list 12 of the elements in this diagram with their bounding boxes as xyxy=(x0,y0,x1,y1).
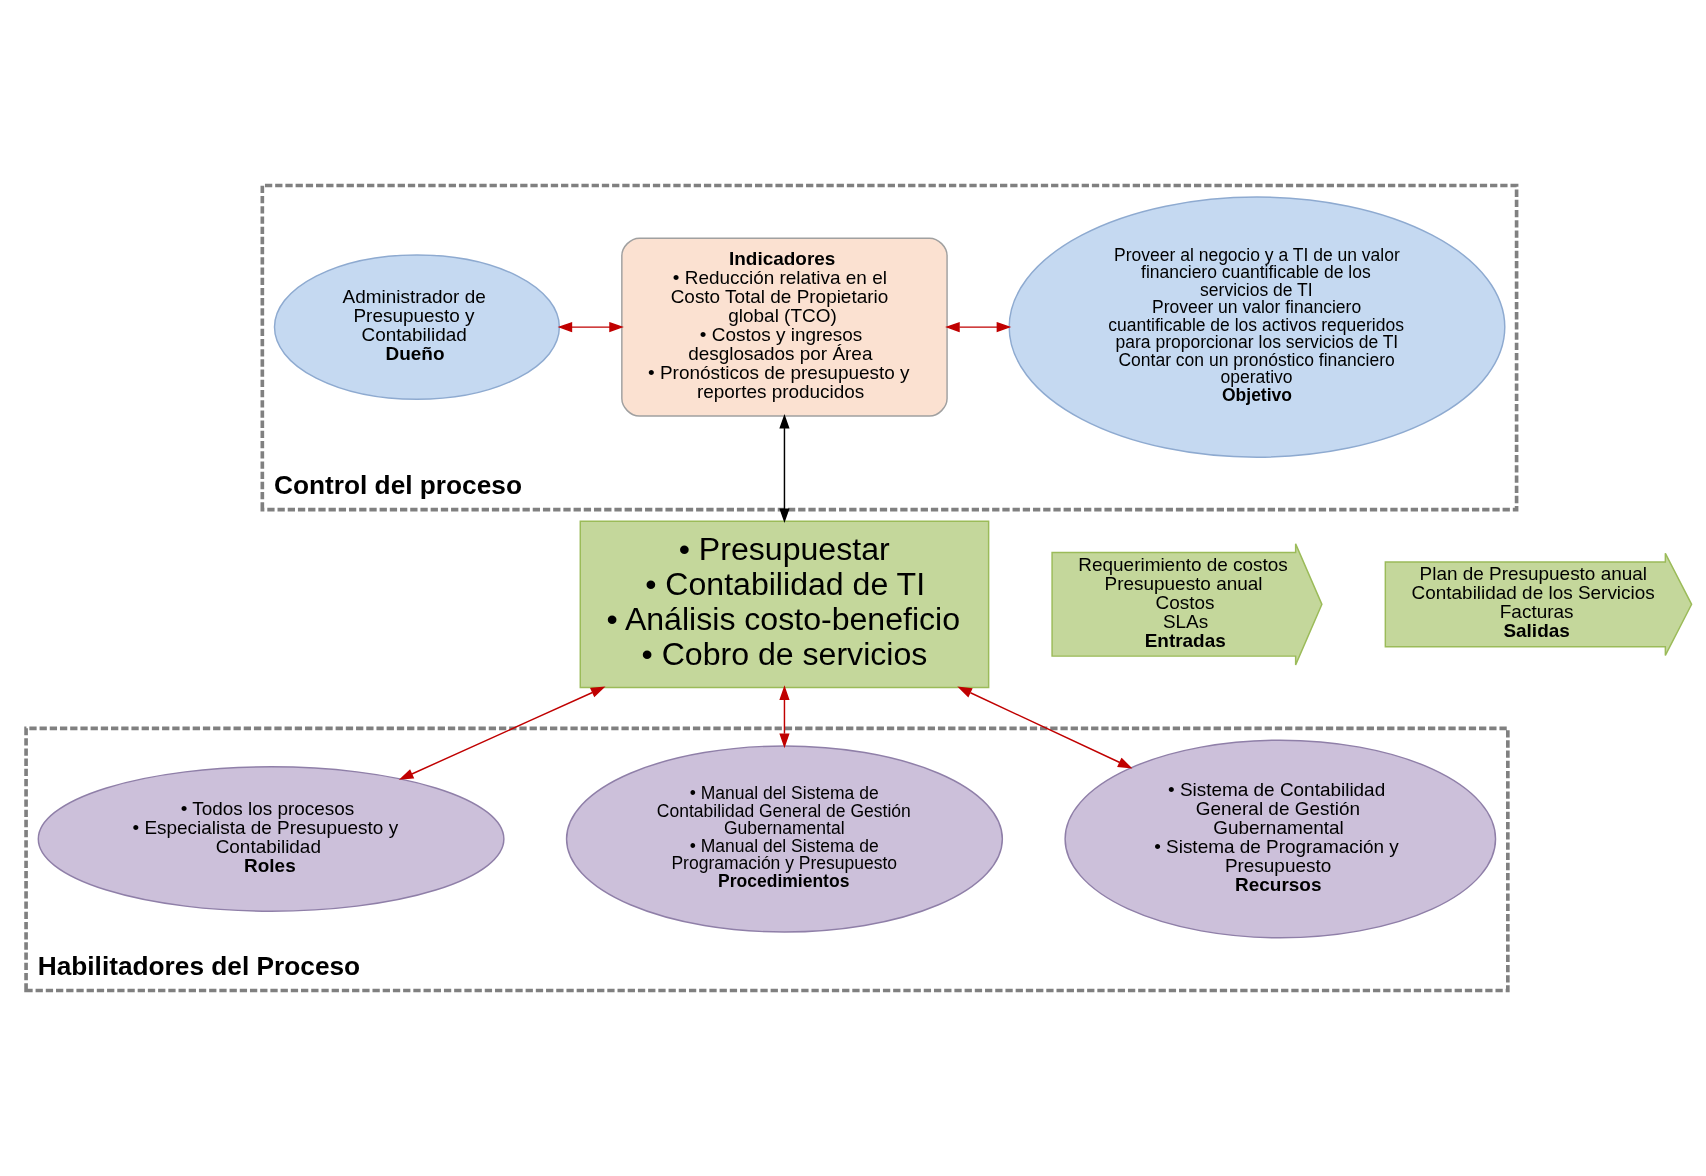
node-ellipse: • Sistema de Contabilidad General de Gestión Gubernamental • Sistema de Programación y Presupuesto Recursos xyxy=(1064,739,1497,939)
node-ellipse: Proveer al negocio y a TI de un valor financiero cuantificable de los servicios de TI Proveer un valor financiero cuantificable de los activos requeridos para proporcionar los servicios de TI Contar con un pronóstico financiero operativo Objetivo xyxy=(1008,196,1506,458)
arrow xyxy=(945,322,1012,333)
node-ellipse: Administrador de Presupuesto y Contabilidad Dueño xyxy=(273,254,561,401)
node-ellipse: • Manual del Sistema de Contabilidad General de Gestión Gubernamental • Manual del Sistema de Programación y Presupuesto Procedimientos xyxy=(565,745,1004,933)
arrow xyxy=(557,322,624,333)
arrow xyxy=(779,413,790,524)
arrow xyxy=(398,686,606,780)
arrow xyxy=(957,686,1133,769)
node-box: Indicadores • Reducción relativa en el Costo Total de Propietario global (TCO) • Costos y ingresos desglosados por Área • Pronósticos de presupuesto y reportes producidos xyxy=(621,237,948,417)
arrow xyxy=(779,685,790,749)
node-box: • Presupuestar • Contabilidad de TI • Análisis costo-beneficio • Cobro de servicios xyxy=(579,520,990,689)
